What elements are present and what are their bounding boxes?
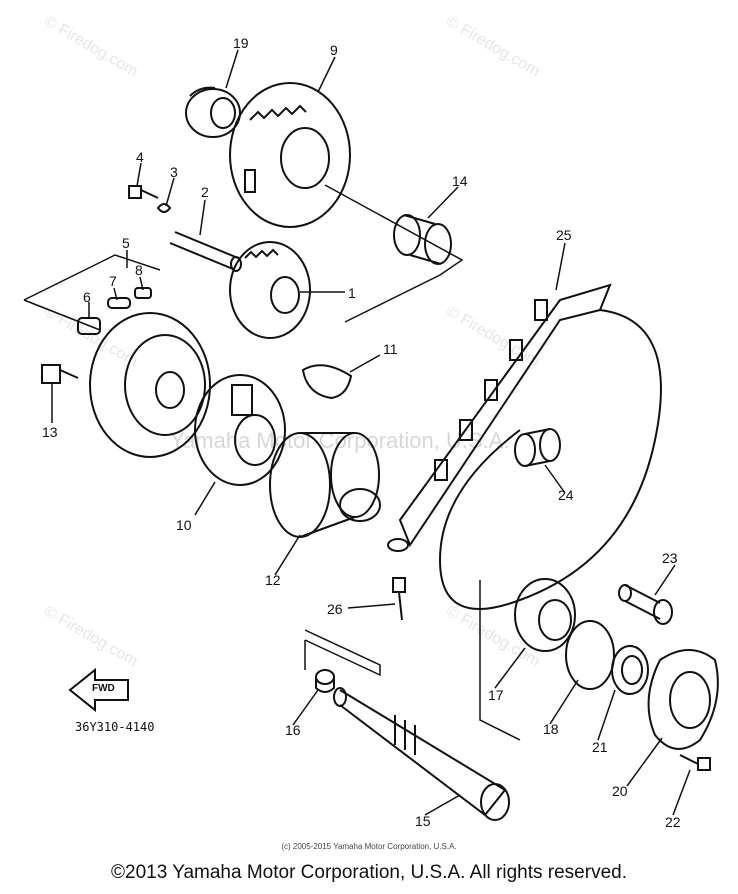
chain <box>438 309 662 610</box>
label-1: 1 <box>348 285 356 301</box>
bolt-22 <box>679 754 711 771</box>
label-20: 20 <box>612 783 628 799</box>
bushing-14 <box>393 214 452 265</box>
label-10: 10 <box>176 517 192 533</box>
label-3: 3 <box>170 164 178 180</box>
label-9: 9 <box>330 42 338 58</box>
block-11 <box>301 364 353 400</box>
bolt-4 <box>128 185 159 199</box>
label-18: 18 <box>543 721 559 737</box>
label-22: 22 <box>665 814 681 830</box>
pin-2 <box>169 231 242 272</box>
label-11: 11 <box>383 341 398 357</box>
label-6: 6 <box>83 289 91 305</box>
label-16: 16 <box>285 722 301 738</box>
washer-3 <box>156 203 172 213</box>
label-5: 5 <box>122 235 130 251</box>
label-15: 15 <box>415 813 431 829</box>
label-21: 21 <box>592 739 608 755</box>
fwd-arrow <box>68 667 129 713</box>
label-25: 25 <box>556 227 572 243</box>
small-copyright: (c) 2005-2015 Yamaha Motor Corporation, … <box>281 842 457 851</box>
label-12: 12 <box>265 572 281 588</box>
fwd-label: FWD <box>92 683 115 694</box>
starter-clutch-housing <box>89 312 211 458</box>
oring-18 <box>565 620 615 690</box>
cap-16 <box>315 669 335 693</box>
label-26: 26 <box>327 601 343 617</box>
shaft-15 <box>333 687 510 821</box>
bolt-26 <box>392 577 406 621</box>
part-code: 36Y310-4140 <box>75 720 155 734</box>
gear-plate-9 <box>229 82 351 228</box>
label-4: 4 <box>136 149 144 165</box>
label-19: 19 <box>233 35 249 51</box>
label-24: 24 <box>558 487 574 503</box>
label-8: 8 <box>135 262 143 278</box>
pin-23 <box>618 584 673 625</box>
clutch-boss-10 <box>194 374 286 486</box>
gear-12 <box>269 432 381 538</box>
label-7: 7 <box>109 273 117 289</box>
seal-21 <box>611 645 649 695</box>
copyright-footer: ©2013 Yamaha Motor Corporation, U.S.A. A… <box>111 862 627 883</box>
bearing-17 <box>514 578 576 652</box>
bolt-13 <box>41 364 79 384</box>
label-23: 23 <box>662 550 678 566</box>
bearing-19 <box>185 86 241 138</box>
chain-guide-25 <box>387 283 612 552</box>
label-17: 17 <box>488 687 504 703</box>
spring-7 <box>107 297 131 309</box>
roller-24 <box>514 428 561 467</box>
label-14: 14 <box>452 173 468 189</box>
bearing-housing-20 <box>647 649 719 750</box>
label-13: 13 <box>42 424 58 440</box>
gear-1 <box>229 241 311 339</box>
label-2: 2 <box>201 184 209 200</box>
